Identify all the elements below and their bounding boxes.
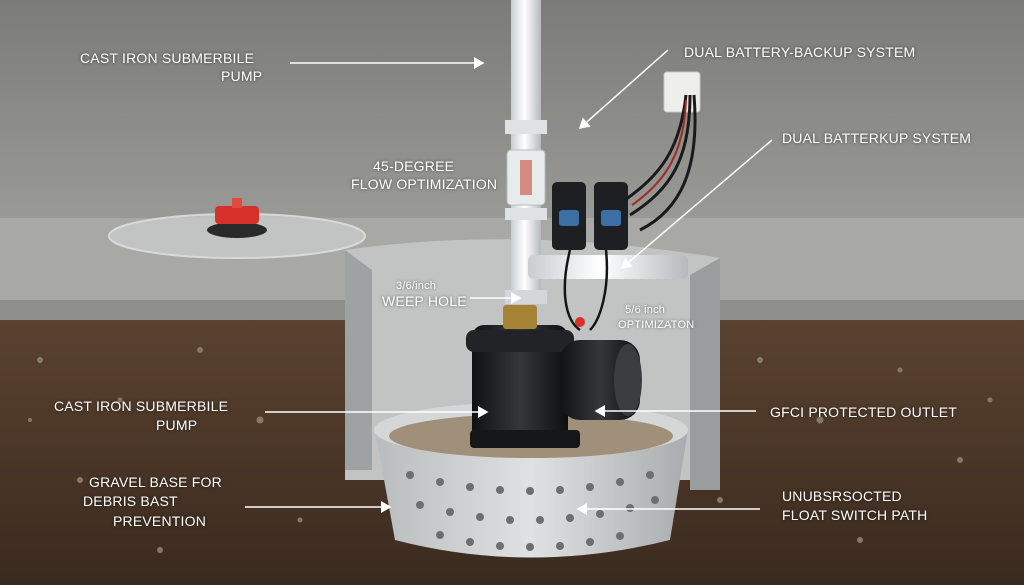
label-pump-left-line1: CAST IRON SUBMERBILE <box>54 398 229 414</box>
label-opt-line2: OPTIMIZATON <box>618 319 695 331</box>
battery-controller-left <box>552 182 586 250</box>
label-weep-line2: WEEP HOLE <box>382 293 467 309</box>
label-pump-top-line2: PUMP <box>221 68 263 84</box>
leader-mid-right <box>620 139 773 269</box>
cast-iron-pump <box>466 305 642 448</box>
power-cables <box>624 94 697 232</box>
label-float-line1: UNUBSRSOCTED <box>782 488 902 504</box>
leader-top-right <box>578 49 669 129</box>
label-weep-line1: 3/6/inch <box>396 280 437 292</box>
label-flow-line1: 45-DEGREE <box>373 158 455 174</box>
battery-controller-right <box>594 182 628 250</box>
label-gravel-line2: DEBRIS BAST <box>83 493 178 509</box>
soil-pebbles <box>28 347 993 553</box>
label-dual-battery-top: DUAL BATTERY-BACKUP SYSTEM <box>684 44 916 60</box>
label-dual-battery-mid: DUAL BATTERKUP SYSTEM <box>782 130 972 146</box>
label-pump-left-line2: PUMP <box>156 417 198 433</box>
label-float-line2: FLOAT SWITCH PATH <box>782 507 928 523</box>
label-gravel-line1: GRAVEL BASE FOR <box>89 474 222 490</box>
label-flow-line2: FLOW OPTIMIZATION <box>351 176 498 192</box>
red-cap <box>215 206 259 224</box>
label-gravel-line3: PREVENTION <box>113 513 207 529</box>
label-opt-line1: 5/6 inch <box>625 304 666 316</box>
label-gfci: GFCI PROTECTED OUTLET <box>770 404 957 420</box>
label-pump-top-line1: CAST IRON SUBMERBILE <box>80 50 255 66</box>
basin-holes <box>406 471 659 551</box>
